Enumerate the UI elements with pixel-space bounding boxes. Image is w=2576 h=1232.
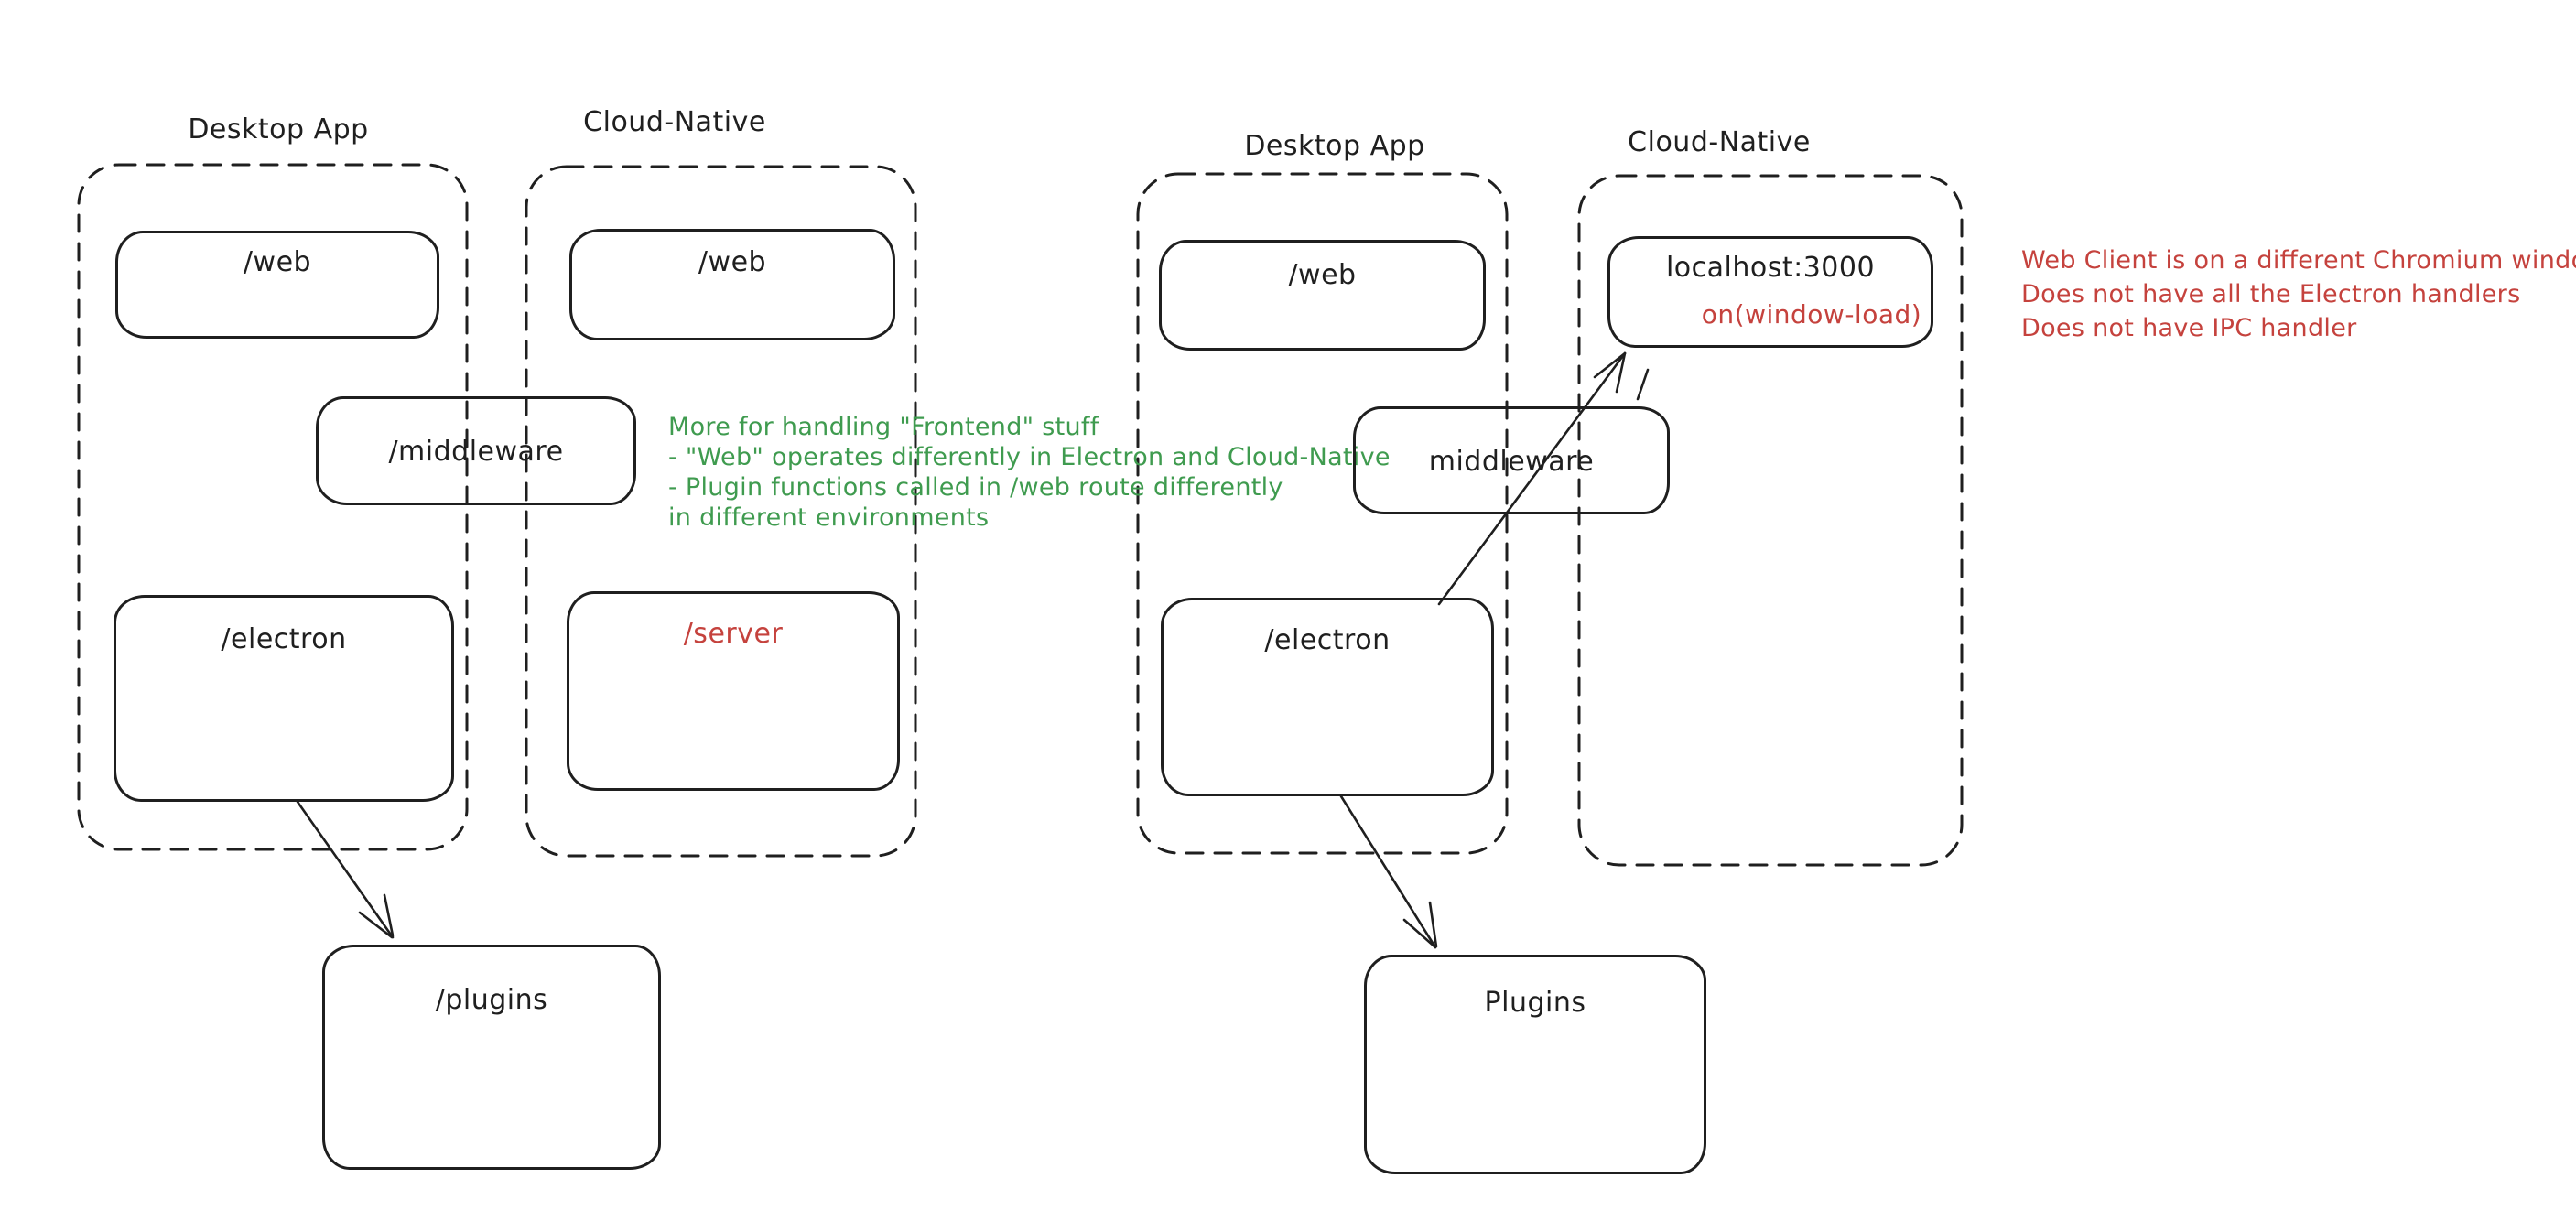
right-localhost-label: localhost:3000 [1665,252,1876,284]
left-desktop-electron-label: /electron [221,623,347,655]
green-annotation-line: More for handling "Frontend" stuff [668,413,1099,441]
arrowhead-stroke [1615,351,1627,394]
left-cloud-container-label: Cloud-Native [583,106,766,138]
left-desktop-container-label: Desktop App [188,113,369,146]
right-desktop-container-outline [1136,172,1509,855]
arrowhead-stroke [1593,351,1627,379]
green-annotation-line: - "Web" operates differently in Electron… [668,443,1391,471]
arrowhead-stroke [383,893,395,937]
arrow-shaft [296,800,395,939]
left-plugins-label: /plugins [435,984,548,1016]
green-annotation-line: in different environments [668,503,990,532]
arrow-left-electron-to-plugins [296,800,395,939]
left-cloud-web-label: /web [698,246,767,278]
red-annotation-line: Web Client is on a different Chromium wi… [2021,246,2576,275]
left-cloud-server-box: /server [567,591,900,791]
arrowhead-stroke [1636,368,1650,401]
arrowhead-stroke [1428,901,1438,948]
green-annotation: More for handling "Frontend" stuff - "We… [668,412,1391,533]
left-cloud-web-box: /web [569,229,895,340]
red-annotation-line: Does not have all the Electron handlers [2021,280,2521,308]
right-desktop-electron-label: /electron [1264,624,1391,656]
right-cloud-container-outline [1577,174,1964,867]
right-plugins-label: Plugins [1484,987,1586,1019]
left-middleware-label: /middleware [388,436,564,468]
right-desktop-web-box: /web [1159,240,1486,351]
left-plugins-box: /plugins [322,945,661,1170]
right-middleware-label: middleware [1428,446,1595,478]
left-desktop-electron-box: /electron [114,595,454,802]
left-cloud-container-outline [525,165,917,858]
left-desktop-web-box: /web [115,231,439,339]
left-middleware-box: /middleware [316,396,636,505]
red-annotation-line: Does not have IPC handler [2021,314,2357,342]
right-localhost-box: localhost:3000 on(window-load) [1607,236,1933,348]
right-middleware-box: middleware [1353,406,1670,514]
right-plugins-box: Plugins [1364,955,1706,1174]
arrow-shaft [1437,351,1627,606]
left-cloud-server-label: /server [683,618,784,650]
arrow-shaft [1339,794,1437,949]
arrowhead-stroke [358,911,394,939]
arrow-right-electron-to-plugins [1339,794,1438,949]
right-desktop-container-label: Desktop App [1244,130,1425,162]
right-desktop-web-label: /web [1288,259,1357,291]
green-annotation-line: - Plugin functions called in /web route … [668,473,1283,502]
arrowhead-stroke [1402,918,1437,949]
right-localhost-note: on(window-load) [1701,299,1922,330]
red-annotation: Web Client is on a different Chromium wi… [2021,243,2576,345]
arrow-right-electron-to-localhost [1437,351,1650,606]
right-cloud-container-label: Cloud-Native [1628,126,1811,158]
right-desktop-electron-box: /electron [1161,598,1494,796]
left-desktop-web-label: /web [243,246,312,278]
left-desktop-container-outline [77,163,469,851]
